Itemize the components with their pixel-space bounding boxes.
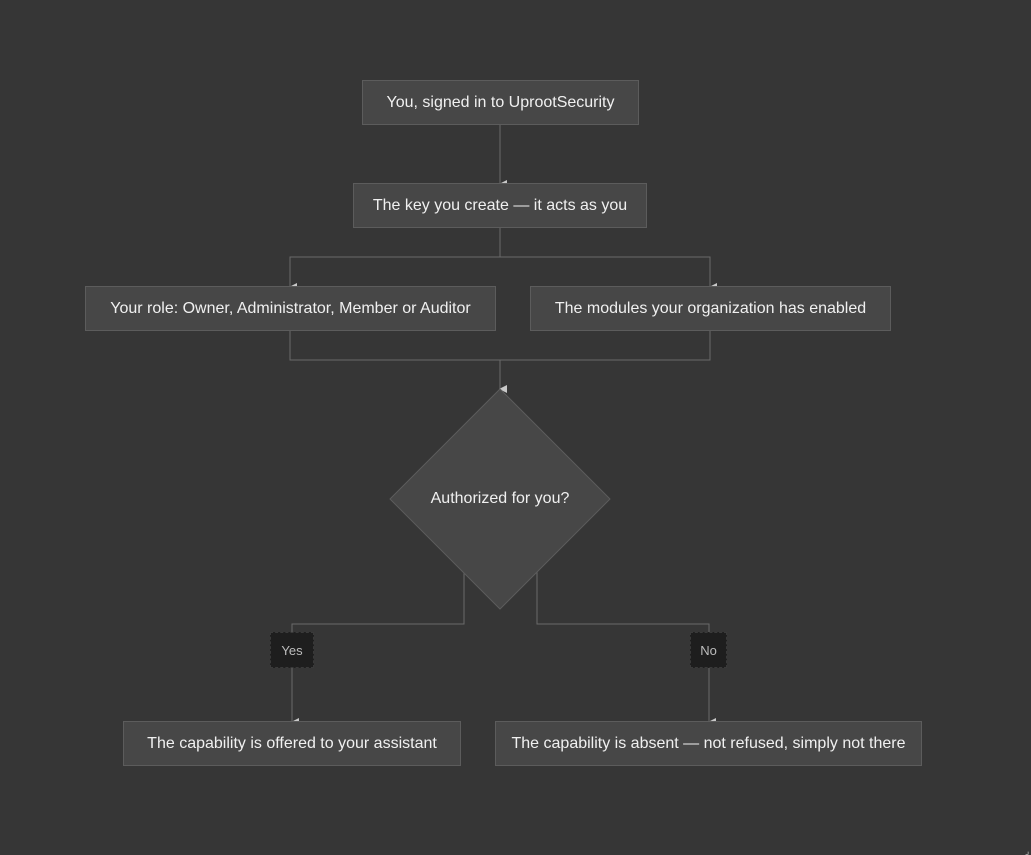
edge-role-to-decision bbox=[289, 331, 507, 393]
node-signed-in-user-label: You, signed in to UprootSecurity bbox=[386, 93, 615, 111]
node-capability-absent: The capability is absent — not refused, … bbox=[495, 721, 922, 766]
node-capability-offered-label: The capability is offered to your assist… bbox=[147, 734, 437, 752]
node-capability-offered: The capability is offered to your assist… bbox=[123, 721, 461, 766]
node-api-key: The key you create — it acts as you bbox=[353, 183, 647, 228]
edge-decision-yes bbox=[291, 572, 465, 726]
edge-label-no-text: No bbox=[700, 642, 717, 658]
edge-label-yes: Yes bbox=[270, 632, 314, 668]
node-api-key-label: The key you create — it acts as you bbox=[372, 196, 628, 214]
decision-label-text: Authorized for you? bbox=[430, 490, 570, 507]
decision-label: Authorized for you? bbox=[390, 479, 610, 519]
edge-label-yes-text: Yes bbox=[281, 642, 303, 658]
node-modules-label: The modules your organization has enable… bbox=[554, 299, 867, 317]
resize-grip-icon: ⌟ bbox=[1025, 846, 1030, 855]
edge-key-to-role bbox=[289, 228, 501, 291]
node-modules: The modules your organization has enable… bbox=[530, 286, 891, 331]
edge-key-to-modules bbox=[500, 256, 717, 291]
edge-decision-no bbox=[536, 572, 716, 726]
edge-modules-to-decision bbox=[500, 331, 711, 361]
node-signed-in-user: You, signed in to UprootSecurity bbox=[362, 80, 639, 125]
node-capability-absent-label: The capability is absent — not refused, … bbox=[511, 734, 906, 752]
decision-diamond bbox=[389, 388, 611, 610]
edge-label-no: No bbox=[690, 632, 727, 668]
node-role: Your role: Owner, Administrator, Member … bbox=[85, 286, 496, 331]
node-role-label: Your role: Owner, Administrator, Member … bbox=[110, 299, 471, 317]
